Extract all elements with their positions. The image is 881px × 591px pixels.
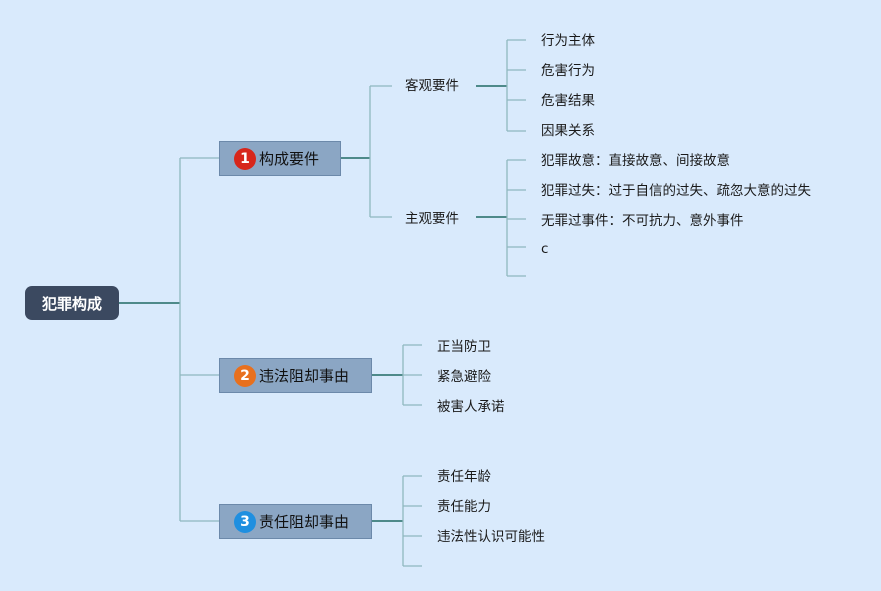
branch-node-1[interactable]: 1 构成要件 xyxy=(219,141,341,176)
leaf-excuse-2[interactable]: 责任能力 xyxy=(437,499,491,515)
leaf-justification-3[interactable]: 被害人承诺 xyxy=(437,399,505,415)
branch-label-2: 违法阻却事由 xyxy=(259,367,350,385)
number-1-badge-icon: 1 xyxy=(234,147,256,170)
root-node[interactable]: 犯罪构成 xyxy=(25,286,119,320)
leaf-justification-1[interactable]: 正当防卫 xyxy=(437,339,491,355)
leaf-excuse-1[interactable]: 责任年龄 xyxy=(437,469,491,485)
leaf-subjective-3[interactable]: 无罪过事件：不可抗力、意外事件 xyxy=(541,213,744,229)
leaf-justification-2[interactable]: 紧急避险 xyxy=(437,369,491,385)
branch-label-3: 责任阻却事由 xyxy=(259,513,350,531)
leaf-objective-1[interactable]: 行为主体 xyxy=(541,33,595,49)
leaf-subjective-2[interactable]: 犯罪过失：过于自信的过失、疏忽大意的过失 xyxy=(541,183,811,199)
branch-node-3[interactable]: 3 责任阻却事由 xyxy=(219,504,372,539)
number-2-badge-icon: 2 xyxy=(234,364,256,387)
leaf-objective-3[interactable]: 危害结果 xyxy=(541,93,595,109)
subbranch-subjective[interactable]: 主观要件 xyxy=(405,211,459,227)
branch-label-1: 构成要件 xyxy=(259,150,320,168)
branch-node-2[interactable]: 2 违法阻却事由 xyxy=(219,358,372,393)
leaf-objective-2[interactable]: 危害行为 xyxy=(541,63,595,79)
subbranch-objective[interactable]: 客观要件 xyxy=(405,78,459,94)
leaf-objective-4[interactable]: 因果关系 xyxy=(541,123,595,139)
leaf-excuse-3[interactable]: 违法性认识可能性 xyxy=(437,529,545,545)
leaf-subjective-1[interactable]: 犯罪故意：直接故意、间接故意 xyxy=(541,153,730,169)
leaf-subjective-4[interactable]: c xyxy=(541,241,549,257)
root-label: 犯罪构成 xyxy=(41,294,102,313)
number-3-badge-icon: 3 xyxy=(234,510,256,533)
